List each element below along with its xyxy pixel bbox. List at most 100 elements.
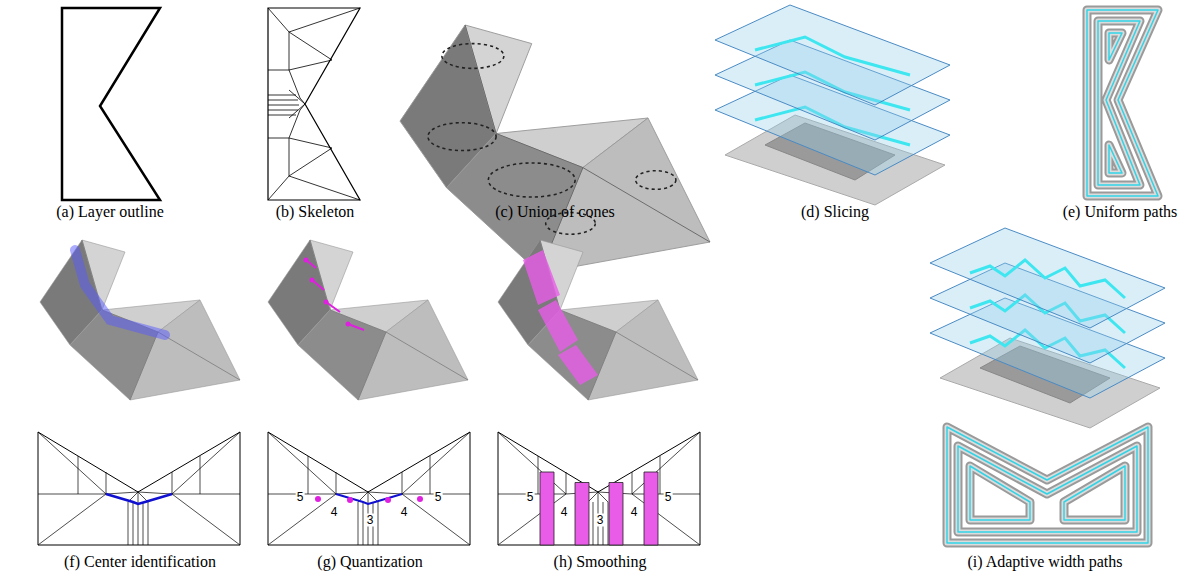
subfigure-caption: (d) Slicing [801, 203, 869, 221]
skeleton-line [268, 100, 298, 101]
subfigure-caption: (a) Layer outline [56, 203, 164, 221]
smoothed-band [538, 300, 578, 352]
slice-contour [755, 37, 910, 75]
skeleton-line [148, 502, 149, 545]
adaptive-path [947, 427, 1148, 543]
skeleton-line [289, 110, 300, 138]
adaptive-path [1064, 466, 1125, 520]
adaptive-path [970, 466, 1030, 520]
slice-planes [930, 228, 1165, 428]
roof-ridge [465, 25, 496, 134]
uniform-path [1109, 145, 1122, 173]
skeleton-line [268, 110, 298, 111]
width-level-number: 5 [434, 491, 443, 504]
smoothed-band [575, 483, 589, 546]
uniform-path [1098, 21, 1140, 185]
skeleton-line [289, 176, 360, 200]
roof-surface [40, 240, 240, 400]
skeleton-line [402, 472, 403, 494]
width-level-number: 5 [526, 491, 535, 504]
skeleton-line [363, 502, 364, 545]
adaptive-path [947, 427, 1148, 543]
skeleton-line [593, 502, 594, 545]
uniform-path [1109, 33, 1122, 60]
slice-plane [930, 228, 1165, 328]
skeleton-line [268, 176, 289, 200]
roof-ridge [158, 332, 240, 380]
smoothed-band [609, 483, 623, 546]
slice-planes [715, 5, 950, 205]
roof-face [130, 300, 240, 400]
skeleton-line [358, 502, 359, 545]
uniform-path [1109, 145, 1122, 173]
skeleton-line [598, 492, 608, 502]
skeleton-line [200, 456, 201, 494]
panel-outline [38, 432, 240, 545]
adaptive-path [970, 466, 1030, 520]
adaptive-path [958, 446, 1137, 532]
skeleton-line [289, 148, 332, 176]
uniform-path [1109, 33, 1122, 60]
skeleton-line [289, 90, 305, 104]
skeleton-line [336, 472, 337, 494]
roof-face [82, 240, 125, 310]
skeleton-line [660, 456, 661, 494]
skeleton-line [289, 104, 305, 118]
roof-surface [268, 240, 468, 400]
subfigure-caption: (g) Quantization [317, 553, 422, 571]
skeleton-line [106, 472, 107, 494]
roof-ridge [588, 332, 616, 400]
quantized-point [347, 497, 353, 503]
skeleton-line [268, 95, 296, 96]
panel-outline [498, 432, 700, 545]
roof-ridge [616, 332, 698, 380]
center-path [75, 250, 165, 335]
skeleton-line [538, 456, 539, 494]
skeleton-line [632, 472, 633, 494]
skeleton-line [268, 105, 299, 106]
skeleton-line [172, 494, 240, 495]
quantized-point [304, 258, 309, 263]
roof-ridge [310, 240, 330, 310]
skeleton-line [289, 60, 332, 70]
skeleton-line [378, 502, 379, 545]
cone-circle [636, 171, 676, 190]
slice-plane [715, 5, 950, 105]
roof-ridge [358, 332, 386, 400]
quantized-point [417, 496, 423, 502]
skeleton-line [268, 138, 289, 139]
adaptive-path [947, 427, 1148, 543]
roof-ridge [330, 310, 386, 332]
skeleton-line [566, 472, 567, 494]
skeleton-line [588, 492, 598, 502]
subfigure-caption: (e) Uniform paths [1063, 203, 1178, 221]
quantized-point [324, 300, 329, 305]
uniform-path [1109, 145, 1122, 173]
skeleton-line [172, 432, 240, 494]
subfigure-caption: (f) Center identification [64, 553, 216, 571]
uniform-path [1087, 10, 1158, 196]
roof-face [358, 300, 468, 400]
adaptive-path [1064, 466, 1125, 520]
skeleton-line [289, 70, 300, 98]
skeleton-line [608, 502, 609, 545]
uniform-path [1087, 10, 1158, 196]
uniform-path [1098, 21, 1140, 185]
uniform-path [1098, 21, 1140, 185]
skeleton-line [172, 472, 173, 494]
width-level-number: 3 [366, 514, 375, 527]
width-level-number: 4 [400, 506, 409, 519]
skeleton-line [172, 494, 240, 545]
skeleton-line [268, 70, 289, 71]
subfigure-caption: (c) Union of cones [495, 203, 615, 221]
quantized-point [385, 497, 391, 503]
adaptive-path [958, 446, 1137, 532]
skeleton-line [289, 32, 290, 70]
roof-surface [400, 25, 710, 273]
skeleton-line [402, 432, 470, 494]
subfigure-caption: (h) Smoothing [554, 553, 647, 571]
skeleton-line [289, 138, 290, 176]
uniform-path [1109, 33, 1122, 60]
